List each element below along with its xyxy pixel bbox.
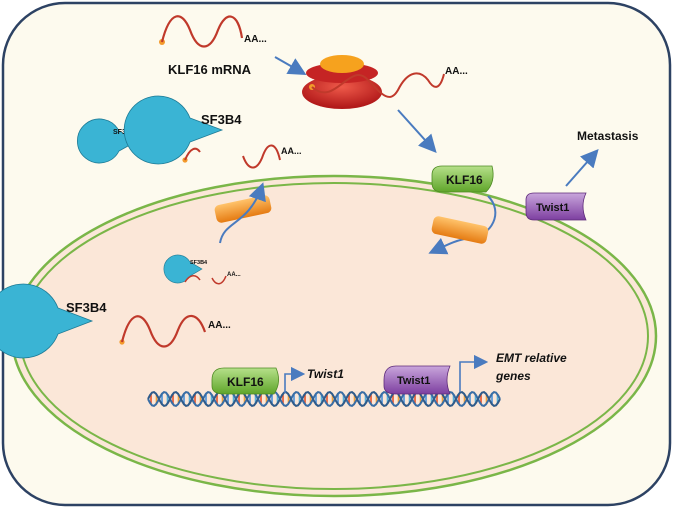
nucleus bbox=[10, 174, 658, 498]
sf3b4-label: SF3B4 bbox=[66, 300, 107, 315]
poly-a-tail: AA... bbox=[281, 146, 302, 156]
arrow-ribosome-to-klf16 bbox=[397, 109, 437, 153]
ribosome-icon: AA... bbox=[302, 55, 468, 109]
twist1-label: Twist1 bbox=[397, 375, 430, 387]
klf16-mrna-label: KLF16 mRNA bbox=[168, 62, 252, 77]
klf16-protein-dna: KLF16 bbox=[211, 367, 279, 395]
twist1-protein-cytoplasm: Twist1 bbox=[525, 192, 587, 221]
metastasis-label: Metastasis bbox=[577, 129, 639, 143]
klf16-label: KLF16 bbox=[446, 173, 483, 187]
transcription-arrow-emt bbox=[459, 354, 489, 392]
sf3b4-mrna-complex: SF3B4 AA... bbox=[123, 95, 302, 169]
twist1-protein-dna: Twist1 bbox=[383, 365, 451, 395]
sf3b4-nuclear-complex: SF3B4 AA... bbox=[0, 283, 231, 359]
poly-a-tail: AA... bbox=[445, 66, 468, 77]
poly-a-tail: AA... bbox=[244, 34, 267, 45]
transcription-arrow-twist1 bbox=[284, 366, 306, 393]
emt-genes-label-line1: EMT relative bbox=[496, 351, 567, 365]
arrow-mrna-to-ribosome bbox=[274, 56, 307, 75]
klf16-label: KLF16 bbox=[227, 375, 264, 389]
nuclear-pore-icon bbox=[431, 216, 489, 244]
sf3b4-label: SF3B4 bbox=[190, 260, 208, 266]
twist1-label: Twist1 bbox=[536, 202, 569, 214]
dna-helix-icon bbox=[147, 390, 501, 408]
poly-a-tail: AA... bbox=[227, 272, 241, 278]
sf3b4-mrna-complex-small: SF3B4 AA... bbox=[163, 254, 241, 285]
arrow-export bbox=[219, 182, 266, 244]
sf3b4-label: SF3B4 bbox=[201, 112, 242, 127]
twist1-gene-label: Twist1 bbox=[307, 367, 344, 381]
emt-genes-label-line2: genes bbox=[495, 369, 531, 383]
klf16-protein-cytoplasm: KLF16 bbox=[431, 165, 494, 193]
klf16-mrna-strand: AA... bbox=[159, 15, 267, 48]
arrow-twist1-to-metastasis bbox=[565, 149, 599, 187]
poly-a-tail: AA... bbox=[208, 320, 231, 331]
